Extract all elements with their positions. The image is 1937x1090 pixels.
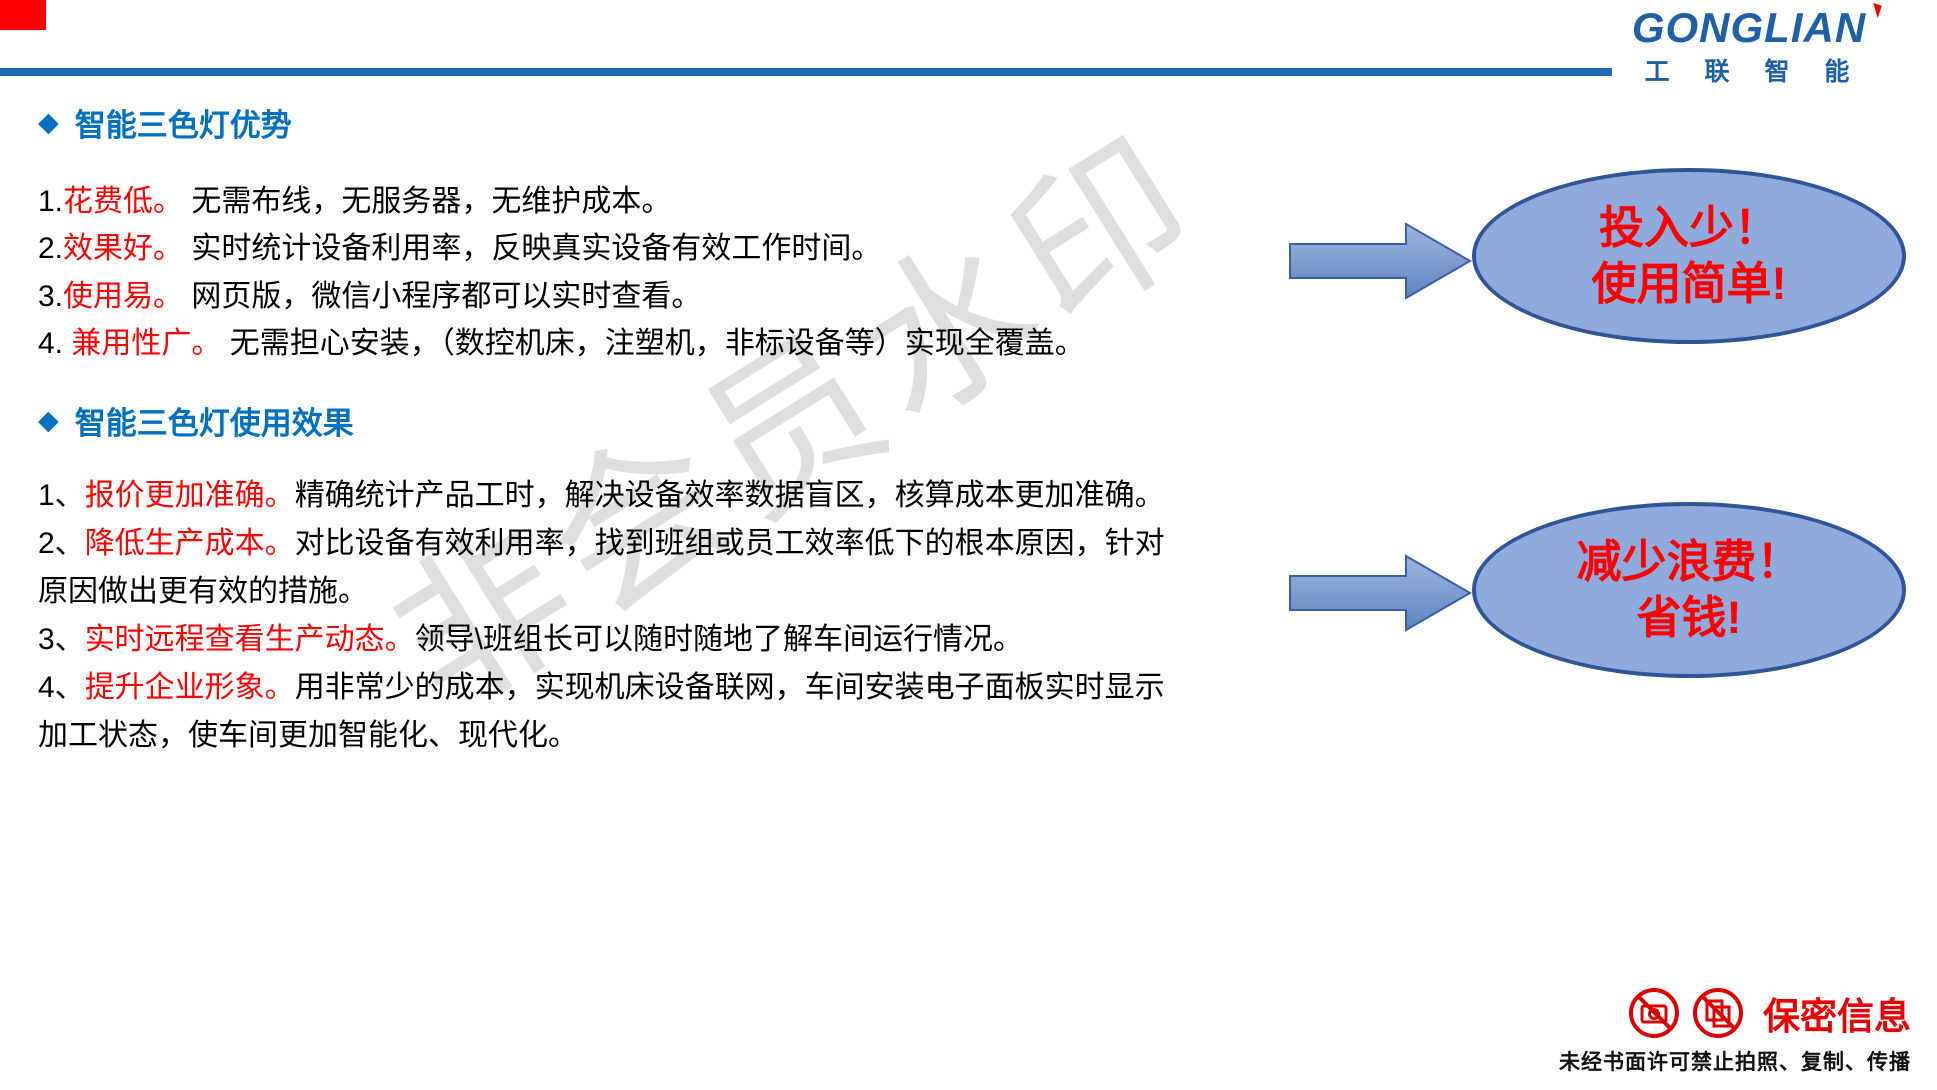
item-highlight: 花费低。 [63, 185, 184, 218]
confidential-note: 未经书面许可禁止拍照、复制、传播 [1559, 1051, 1911, 1074]
item-highlight: 效果好。 [63, 232, 184, 266]
item-prefix: 2、 [38, 527, 85, 560]
item-text: 用非常少的成本，实现机床设备联网，车间安装电子面板实时显示加工状态，使车间更加智… [38, 671, 1165, 752]
item-prefix: 1. [38, 185, 64, 218]
item-prefix: 4. [38, 327, 72, 361]
section2-list: 1、报价更加准确。精确统计产品工时，解决设备效率数据盲区，核算成本更加准确。 2… [38, 472, 1183, 760]
logo-subtitle: 工 联 智 能 [1644, 58, 1864, 87]
item-prefix: 4、 [38, 671, 85, 704]
section1-list: 1.花费低。 无需布线，无服务器，无维护成本。 2.效果好。 实时统计设备利用率… [38, 178, 1298, 368]
item-text: 无需布线，无服务器，无维护成本。 [183, 185, 672, 218]
list-item: 3、实时远程查看生产动态。领导\班组长可以随时随地了解车间运行情况。 [38, 616, 1183, 664]
list-item: 4、提升企业形象。用非常少的成本，实现机床设备联网，车间安装电子面板实时显示加工… [38, 664, 1183, 760]
right-arrow-icon [1289, 554, 1472, 632]
callout-line: 投入少！ [1598, 201, 1779, 253]
section1-title: 智能三色灯优势 [74, 108, 292, 143]
item-text: 对比设备有效利用率，找到班组或员工效率低下的根本原因，针对原因做出更有效的措施。 [38, 527, 1165, 608]
confidential-footer: 保密信息 未经书面许可禁止拍照、复制、传播 [1559, 986, 1911, 1076]
item-highlight: 报价更加准确。 [84, 479, 295, 512]
top-divider-line [0, 68, 1612, 76]
section1-heading: ◆ 智能三色灯优势 [38, 100, 292, 145]
item-text: 网页版，微信小程序都可以实时查看。 [183, 279, 702, 313]
diamond-bullet-icon: ◆ [38, 107, 59, 137]
list-item: 4. 兼用性广。 无需担心安装，（数控机床，注塑机，非标设备等）实现全覆盖。 [38, 320, 1298, 367]
item-prefix: 1、 [38, 479, 85, 512]
confidential-label: 保密信息 [1763, 996, 1911, 1037]
item-prefix: 2. [38, 232, 64, 266]
item-highlight: 降低生产成本。 [84, 527, 295, 560]
callout-line: 使用简单! [1591, 258, 1787, 309]
item-highlight: 实时远程查看生产动态。 [84, 623, 415, 656]
benefit-callout-1: 投入少！ 使用简单! [1472, 168, 1906, 344]
item-highlight: 兼用性广。 [71, 327, 222, 361]
item-highlight: 提升企业形象。 [84, 671, 295, 704]
item-text: 实时统计设备利用率，反映真实设备有效工作时间。 [183, 232, 882, 266]
logo-text: GONGLIAN [1631, 4, 1867, 51]
logo-flag-icon [1869, 2, 1882, 19]
list-item: 2、降低生产成本。对比设备有效利用率，找到班组或员工效率低下的根本原因，针对原因… [38, 520, 1183, 616]
diamond-bullet-icon: ◆ [38, 405, 59, 435]
item-text: 无需担心安装，（数控机床，注塑机，非标设备等）实现全覆盖。 [221, 327, 1085, 361]
list-item: 1、报价更加准确。精确统计产品工时，解决设备效率数据盲区，核算成本更加准确。 [38, 472, 1183, 520]
right-arrow-icon [1289, 222, 1472, 300]
company-logo: GONGLIAN 工 联 智 能 [1589, 2, 1909, 88]
callout-line: 减少浪费！ [1576, 535, 1802, 587]
callout-line: 省钱! [1636, 592, 1742, 643]
list-item: 3.使用易。 网页版，微信小程序都可以实时查看。 [38, 273, 1298, 320]
no-copy-icon [1693, 988, 1743, 1038]
item-prefix: 3、 [38, 623, 85, 656]
item-prefix: 3. [38, 279, 64, 313]
section2-heading: ◆ 智能三色灯使用效果 [38, 398, 354, 443]
no-photo-icon [1629, 988, 1679, 1038]
section2-title: 智能三色灯使用效果 [74, 406, 354, 441]
item-text: 精确统计产品工时，解决设备效率数据盲区，核算成本更加准确。 [294, 479, 1165, 512]
benefit-callout-2: 减少浪费！ 省钱! [1472, 502, 1906, 678]
list-item: 2.效果好。 实时统计设备利用率，反映真实设备有效工作时间。 [38, 225, 1298, 272]
item-text: 领导\班组长可以随时随地了解车间运行情况。 [414, 623, 1024, 656]
list-item: 1.花费低。 无需布线，无服务器，无维护成本。 [38, 178, 1298, 225]
item-highlight: 使用易。 [63, 279, 184, 313]
logo-wordmark: GONGLIAN [1631, 2, 1882, 51]
corner-accent [0, 0, 46, 30]
